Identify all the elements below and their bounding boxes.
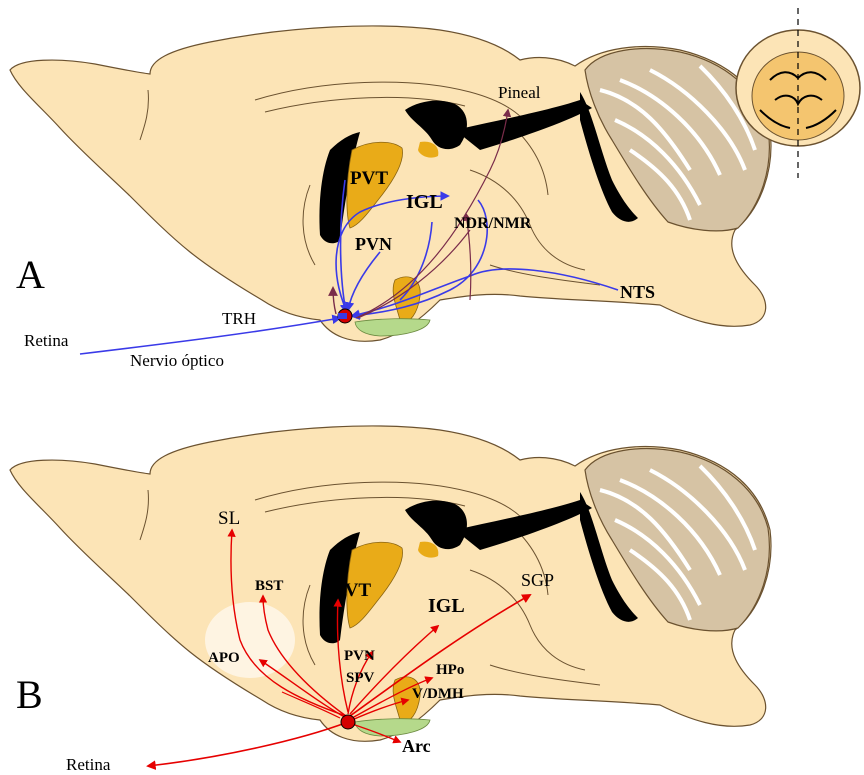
label-vdmh: V/DMH bbox=[412, 686, 464, 702]
label-pvt-a: PVT bbox=[350, 168, 388, 189]
panel-a: A PVT IGL NDR/NMR PVN Pineal NTS TRH Ret… bbox=[10, 8, 860, 370]
brain-sagittal-section-b bbox=[10, 426, 771, 741]
scn-marker-b bbox=[341, 715, 355, 729]
label-arc: Arc bbox=[402, 736, 431, 756]
label-sl: SL bbox=[218, 508, 240, 529]
path-retina-to-scn bbox=[80, 318, 340, 354]
label-sgp: SGP bbox=[521, 570, 554, 590]
label-bst: BST bbox=[255, 578, 283, 594]
panel-b: B SL BST PVT IGL SGP APO PVN SPV HPo V/D… bbox=[10, 426, 771, 774]
label-trh: TRH bbox=[222, 309, 256, 328]
label-pvn-b: PVN bbox=[344, 648, 375, 664]
label-ndr-nmr: NDR/NMR bbox=[454, 215, 532, 232]
scn-marker-a bbox=[338, 309, 352, 323]
panel-a-letter: A bbox=[16, 252, 45, 297]
preoptic-highlight bbox=[205, 602, 295, 678]
label-pvn-a: PVN bbox=[355, 234, 392, 254]
label-igl-b: IGL bbox=[428, 595, 465, 617]
brain-sagittal-section-a bbox=[10, 26, 771, 341]
path-retina-to-scn-b bbox=[148, 722, 348, 766]
label-apo: APO bbox=[208, 650, 240, 666]
label-retina-b: Retina bbox=[66, 755, 111, 774]
label-pvt-b: PVT bbox=[333, 580, 371, 601]
label-hpo: HPo bbox=[436, 662, 464, 678]
label-retina-a: Retina bbox=[24, 331, 69, 350]
label-pineal: Pineal bbox=[498, 83, 541, 102]
label-nts: NTS bbox=[620, 282, 655, 302]
panel-b-letter: B bbox=[16, 672, 43, 717]
label-igl-a: IGL bbox=[406, 191, 443, 213]
label-optic-nerve: Nervio óptico bbox=[130, 351, 224, 370]
label-spv: SPV bbox=[346, 670, 375, 686]
